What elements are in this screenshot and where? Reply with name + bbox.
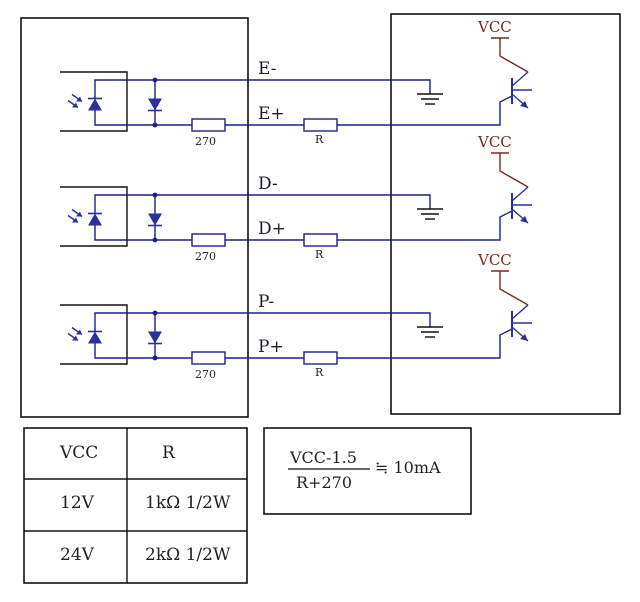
vcc-label: VCC: [477, 133, 512, 151]
resistor-270: [191, 351, 226, 365]
ground-icon: [417, 326, 443, 338]
positive-wire: [337, 328, 513, 359]
protection-diode-icon: [148, 331, 162, 344]
positive-wire: [337, 210, 513, 241]
terminal-label-pos: E+: [258, 104, 285, 124]
terminal-label-pos: P+: [258, 337, 284, 357]
resistor-r-label: R: [315, 133, 324, 146]
led-diode-icon: [88, 331, 102, 344]
formula-result: ≒ 10mA: [375, 458, 441, 477]
resistor-270-label: 270: [195, 250, 216, 263]
resistor-r-label: R: [315, 248, 324, 261]
terminal-label-neg: D-: [258, 174, 278, 194]
optocoupler-housing: [60, 186, 128, 247]
resistor-r: [303, 351, 338, 365]
protection-diode-icon: [148, 98, 162, 111]
table-header-vcc: VCC: [59, 443, 98, 463]
npn-transistor-icon: [491, 152, 532, 224]
led-diode-icon: [88, 213, 102, 226]
terminal-label-neg: P-: [258, 292, 274, 312]
optocoupler-housing: [60, 304, 128, 365]
terminal-label-neg: E-: [258, 59, 276, 79]
negative-wire: [155, 312, 431, 327]
table-cell-r-2k: 2kΩ 1/2W: [145, 545, 231, 565]
negative-wire: [155, 194, 431, 209]
vcc-label: VCC: [477, 251, 512, 269]
light-emission-icon: [67, 326, 83, 342]
light-emission-icon: [67, 93, 83, 109]
npn-transistor-icon: [491, 37, 532, 109]
channel-1: E- E+ 270 R VCC: [60, 18, 532, 148]
right-device-box: [390, 13, 621, 415]
positive-wire: [337, 95, 513, 126]
light-emission-icon: [67, 208, 83, 224]
vcc-label: VCC: [477, 18, 512, 36]
negative-wire: [155, 79, 431, 94]
resistor-270: [191, 233, 226, 247]
led-diode-icon: [88, 98, 102, 111]
resistor-r-label: R: [315, 366, 324, 379]
optocoupler-housing: [60, 71, 128, 132]
table-cell-vcc-24v: 24V: [60, 545, 95, 565]
resistor-r: [303, 233, 338, 247]
npn-transistor-icon: [491, 270, 532, 342]
formula-numerator: VCC-1.5: [289, 448, 357, 467]
resistor-270-label: 270: [195, 368, 216, 381]
vcc-resistor-table: VCC R 12V 1kΩ 1/2W 24V 2kΩ 1/2W: [23, 427, 248, 584]
table-cell-r-1k: 1kΩ 1/2W: [145, 493, 231, 513]
left-device-box: [20, 17, 249, 418]
terminal-label-pos: D+: [258, 219, 286, 239]
resistor-270: [191, 118, 226, 132]
table-header-r: R: [162, 443, 176, 463]
current-formula: VCC-1.5 R+270 ≒ 10mA: [263, 427, 472, 515]
table-cell-vcc-12v: 12V: [60, 493, 95, 513]
ground-icon: [417, 93, 443, 105]
resistor-r: [303, 118, 338, 132]
resistor-270-label: 270: [195, 135, 216, 148]
protection-diode-icon: [148, 213, 162, 226]
ground-icon: [417, 208, 443, 220]
formula-denominator: R+270: [296, 473, 352, 492]
